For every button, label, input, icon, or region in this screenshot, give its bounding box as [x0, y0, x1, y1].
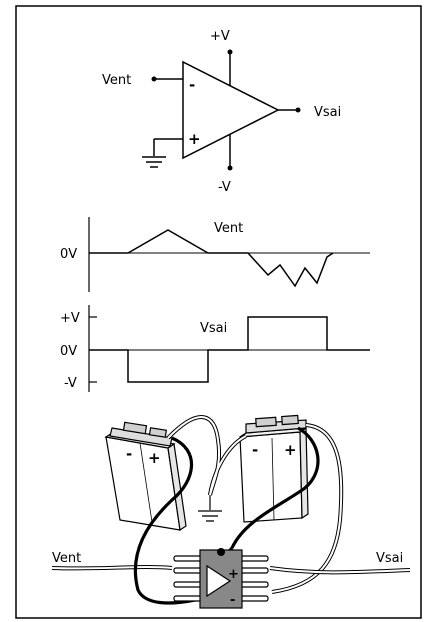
battery-left [104, 421, 187, 532]
output-wave-minus-label: -V [64, 376, 77, 391]
negative-supply-node [227, 165, 233, 171]
negative-supply-label: -V [218, 180, 231, 195]
output-wave-signal-label: Vsai [200, 321, 227, 336]
positive-supply-label: +V [210, 29, 230, 44]
input-wave-signal-label: Vent [214, 221, 243, 236]
opamp-output-label: Vsai [314, 105, 341, 120]
ground-icon [142, 156, 166, 168]
output-signal-trace [89, 316, 370, 383]
output-wave-zero-label: 0V [60, 344, 77, 359]
positive-supply-node [227, 49, 233, 55]
chip-plus-sign: + [228, 567, 239, 582]
noninverting-input-sign: + [188, 130, 201, 148]
breadboard-output-label: Vsai [376, 551, 403, 566]
thin-wires [166, 415, 344, 594]
opamp-chip: + - [173, 548, 269, 609]
battery-left-plus: + [148, 449, 161, 467]
chip-notch [217, 548, 225, 556]
output-node [295, 107, 301, 113]
inverting-input-sign: - [189, 76, 195, 94]
output-waveform: +V 0V -V Vsai [60, 305, 370, 392]
battery-right-minus: - [252, 441, 258, 459]
input-signal-trace [89, 229, 334, 288]
input-wave-zero-label: 0V [60, 247, 77, 262]
output-wave-plus-label: +V [60, 311, 80, 326]
input-node [151, 76, 157, 82]
chip-minus-sign: - [230, 593, 235, 608]
breadboard-illustration: - + - + [51, 414, 411, 609]
opamp-schematic: Vent Vsai +V -V - + [102, 29, 341, 195]
breadboard-input-label: Vent [52, 551, 81, 566]
chip-opamp-symbol [206, 564, 232, 598]
battery-left-minus: - [126, 445, 132, 463]
signal-wires [51, 565, 411, 575]
opamp-input-label: Vent [102, 73, 131, 88]
battery-right-plus: + [284, 441, 297, 459]
figure-frame [15, 5, 422, 619]
breadboard-ground-icon [198, 510, 222, 522]
input-waveform: 0V Vent [60, 217, 370, 292]
